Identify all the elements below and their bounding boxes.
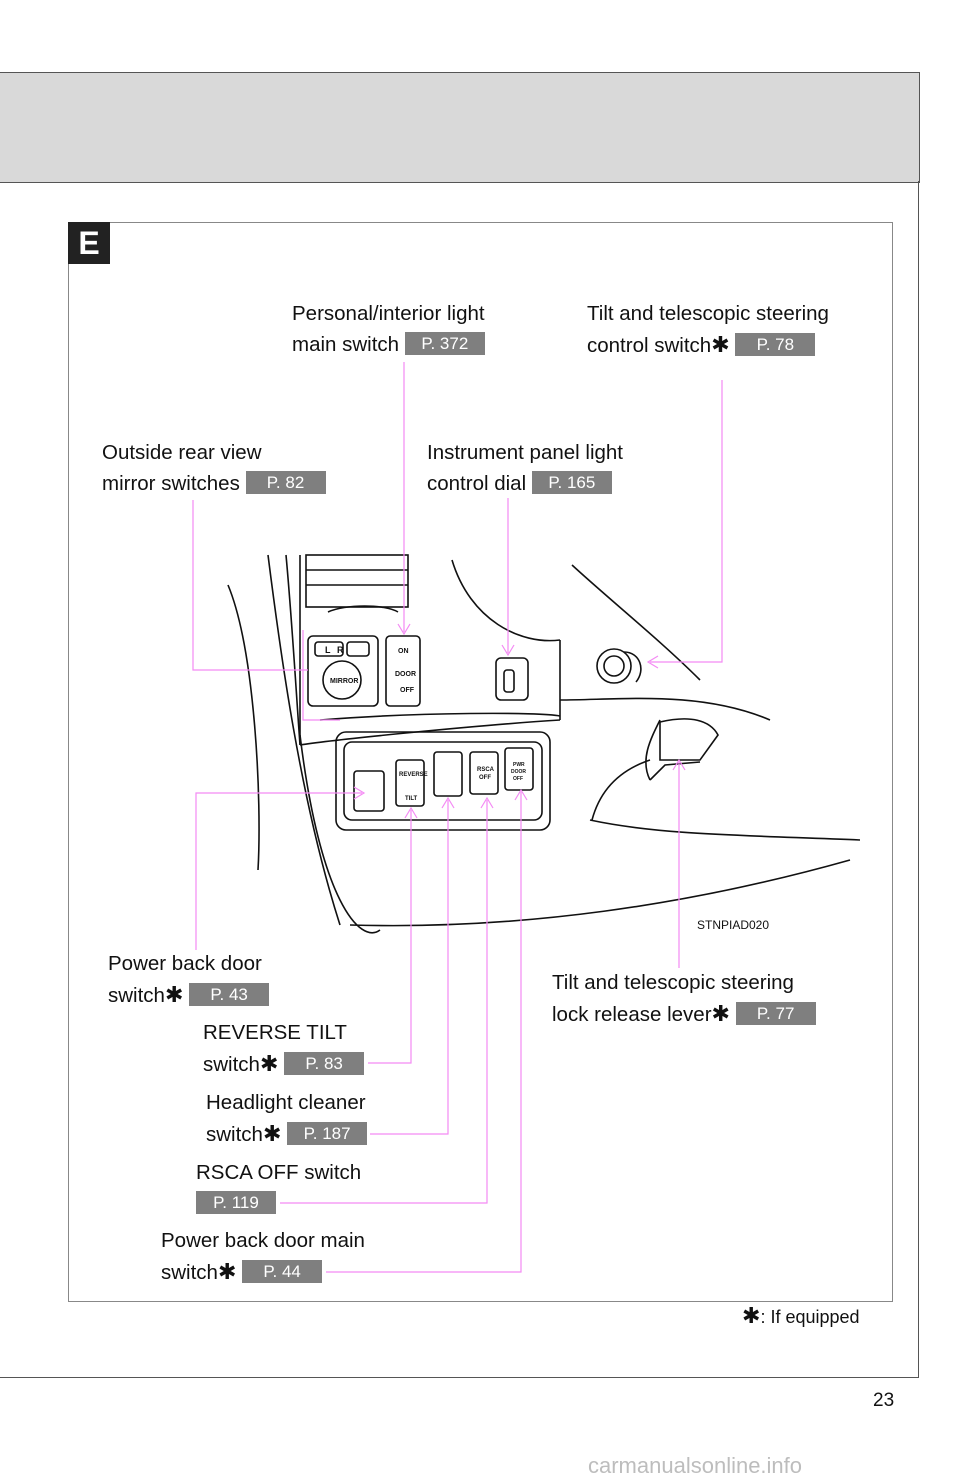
outside-mirror-line1: Outside rear view	[102, 441, 262, 464]
instrument-dial-page-ref[interactable]: P. 165	[531, 471, 612, 494]
instrument-dial-line2: control dial	[427, 472, 527, 495]
outside-mirror-line2: mirror switches	[102, 472, 240, 495]
rsca-button-text: RSCA	[477, 767, 495, 773]
pwr-button-text: PWR	[513, 762, 525, 768]
tilt-control-page-ref[interactable]: P. 78	[735, 333, 816, 356]
label-headlight-cleaner: Headlight cleaner switch✱ P. 187	[206, 1087, 368, 1150]
tilt-lock-line1: Tilt and telescopic steering	[552, 971, 794, 994]
label-instrument-panel-dial: Instrument panel light control dial P. 1…	[427, 437, 623, 499]
power-back-door-line2: switch	[108, 984, 165, 1007]
watermark: carmanualsonline.info	[588, 1453, 803, 1478]
footnote-star: ✱	[742, 1303, 761, 1328]
footnote-text: : If equipped	[760, 1307, 860, 1327]
power-back-door-main-page-ref[interactable]: P. 44	[242, 1260, 323, 1283]
tilt-control-line1: Tilt and telescopic steering	[587, 302, 829, 325]
outside-mirror-page-ref[interactable]: P. 82	[245, 471, 326, 494]
instrument-dial-line1: Instrument panel light	[427, 441, 624, 464]
page-number: 23	[873, 1390, 895, 1411]
label-tilt-lock-release: Tilt and telescopic steering lock releas…	[552, 967, 816, 1030]
label-rsca-off: RSCA OFF switch P. 119	[196, 1157, 361, 1219]
header-band	[0, 72, 920, 183]
mirror-r-text: R	[337, 645, 344, 655]
door-off-text: OFF	[400, 687, 415, 694]
personal-light-page-ref[interactable]: P. 372	[404, 332, 485, 355]
label-outside-mirror-switches: Outside rear view mirror switches P. 82	[102, 437, 326, 499]
personal-light-line1: Personal/interior light	[292, 302, 485, 325]
power-back-door-main-star: ✱	[217, 1259, 237, 1284]
right-rule	[918, 181, 919, 1377]
label-personal-interior-light: Personal/interior light main switch P. 3…	[292, 298, 485, 360]
rsca-off-button-text: OFF	[479, 775, 491, 781]
power-back-door-main-line1: Power back door main	[161, 1229, 365, 1252]
reverse-tilt-page-ref[interactable]: P. 83	[284, 1052, 365, 1075]
headlight-cleaner-star: ✱	[262, 1121, 282, 1146]
tilt-control-line2: control switch	[587, 334, 712, 357]
reverse-tilt-star: ✱	[259, 1051, 279, 1076]
label-power-back-door: Power back door switch✱ P. 43	[108, 948, 270, 1011]
label-reverse-tilt: REVERSE TILT switch✱ P. 83	[203, 1017, 365, 1080]
door-door-text: DOOR	[395, 671, 416, 678]
reverse-tilt-line2: switch	[203, 1053, 260, 1076]
door-on-text: ON	[398, 648, 409, 655]
reverse-tilt-line1: REVERSE TILT	[203, 1021, 347, 1044]
reverse-button-text: REVERSE	[399, 772, 428, 778]
section-tab-e: E	[68, 222, 110, 264]
rsca-off-page-ref[interactable]: P. 119	[196, 1191, 276, 1214]
illustration-code: STNPIAD020	[697, 918, 770, 932]
tilt-lock-line2: lock release lever	[552, 1003, 712, 1026]
tilt-lock-page-ref[interactable]: P. 77	[735, 1002, 816, 1025]
footnote: ✱: If equipped	[742, 1303, 860, 1329]
headlight-cleaner-page-ref[interactable]: P. 187	[287, 1122, 368, 1145]
rsca-off-line1: RSCA OFF switch	[196, 1161, 362, 1184]
headlight-cleaner-line1: Headlight cleaner	[206, 1091, 366, 1114]
power-back-door-line1: Power back door	[108, 952, 262, 975]
power-back-door-main-line2: switch	[161, 1261, 218, 1284]
label-power-back-door-main: Power back door main switch✱ P. 44	[161, 1225, 365, 1288]
leader-lines	[192, 362, 723, 1273]
pwr-door-button-text: DOOR	[511, 769, 526, 775]
tilt-lock-star: ✱	[711, 1001, 730, 1026]
mirror-l-text: L	[325, 645, 331, 655]
illustration-lettering: L R MIRROR ON DOOR OFF REVERSE TILT RSCA…	[325, 645, 526, 802]
personal-light-line2: main switch	[292, 333, 400, 356]
tilt-control-star: ✱	[711, 332, 730, 357]
bottom-rule	[0, 1377, 919, 1378]
label-tilt-control-switch: Tilt and telescopic steering control swi…	[587, 298, 829, 361]
headlight-cleaner-line2: switch	[206, 1123, 263, 1146]
power-back-door-page-ref[interactable]: P. 43	[189, 983, 270, 1006]
pwr-off-button-text: OFF	[513, 776, 523, 782]
illustration-linework	[227, 554, 861, 934]
mirror-text: MIRROR	[330, 678, 358, 685]
power-back-door-star: ✱	[164, 982, 184, 1007]
section-box	[68, 222, 893, 1302]
tilt-button-text: TILT	[405, 796, 418, 802]
